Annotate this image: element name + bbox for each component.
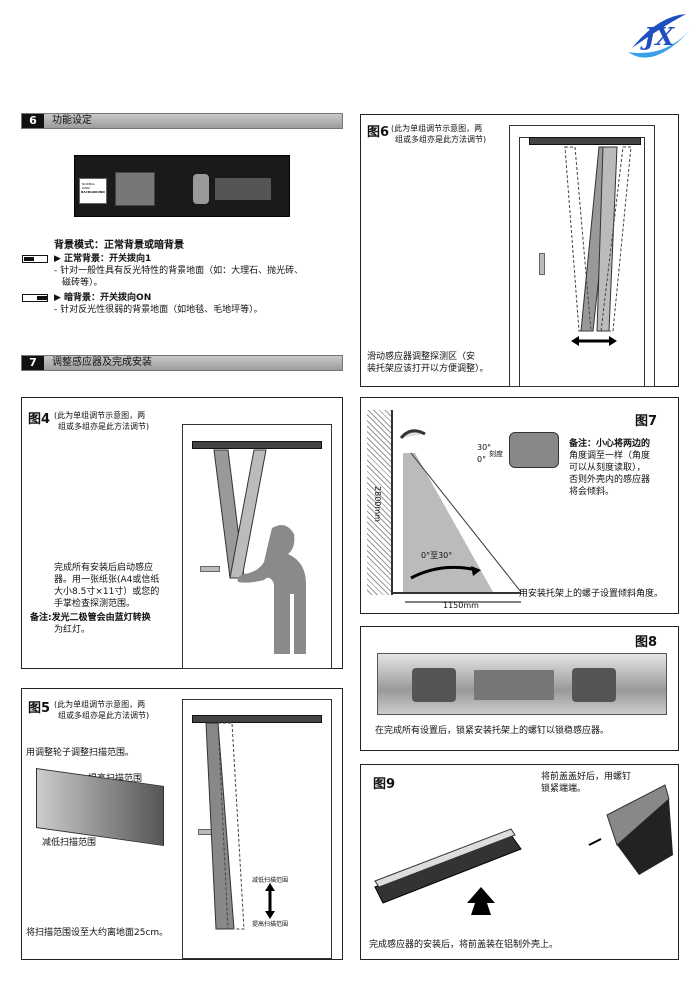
figure-9-panel: 图9 将前盖盖好后，用螺钉 锁紧端端。 完成感应器的安装后，将前盖装在铝制外壳上…	[360, 764, 679, 960]
figure-7-remark-3: 可以从刻度读取），	[569, 463, 646, 473]
sensor-bar	[192, 441, 322, 449]
figure-8-panel: 图8 在完成所有设置后，锁紧安装托架上的螺钉以锁稳感应器。	[360, 626, 679, 751]
switch-normal-icon	[22, 255, 48, 263]
figure-6-note-1: (此为单组调节示意图，两	[391, 124, 483, 133]
figure-6-label: 图6	[367, 125, 390, 140]
sensor-unit	[115, 172, 155, 206]
normal-bg-desc-2: 磁砖等）。	[62, 278, 103, 288]
door-frame	[182, 424, 332, 669]
door-frame	[182, 699, 332, 959]
deg0-label: 0°	[477, 455, 487, 464]
figure-4-desc-3: 大小8.5寸×11寸）或您的	[54, 587, 160, 597]
figure-7-remark-5: 将会倾斜。	[569, 487, 615, 497]
figure-4-remark-1: 备注:发光二极管会由蓝灯转换	[30, 613, 151, 623]
tilt-beam-icon	[399, 429, 522, 603]
normal-bg-desc-1: - 针对一般性具有反光特性的背景地面（如：大理石、抛光砖、	[54, 266, 304, 276]
switch-label-panel: NORMAL DARK BACKGROUND	[79, 178, 107, 204]
figure-4-desc-2: 器。用一张纸张(A4或信纸	[54, 575, 160, 585]
figure-7-label: 图7	[635, 414, 658, 429]
lower-range-label: 减低扫描范围	[42, 838, 97, 848]
arrow-bottom-label: 提高扫描范围	[252, 921, 289, 928]
width-label: 1150mm	[443, 601, 479, 610]
figure-5-note-1: (此为单组调节示意图，两	[54, 700, 146, 709]
figure-6-note-2: 组或多组亦是此方法调节)	[395, 135, 487, 144]
figure-6-desc-1: 滑动感应器调整探测区（安	[367, 352, 476, 362]
scan-range-beam-icon	[205, 722, 275, 930]
figure-9-bottom: 完成感应器的安装后，将前盖装在铝制外壳上。	[369, 940, 559, 950]
scale-label: 刻度	[489, 450, 503, 458]
section-header-7: 7 调整感应器及完成安装	[21, 355, 343, 371]
door-handle	[200, 566, 220, 572]
figure-4-desc-4: 手掌检查探测范围。	[54, 599, 136, 609]
wall	[367, 410, 393, 595]
switch-photo: NORMAL DARK BACKGROUND	[74, 155, 290, 217]
sensor-housing-photo	[377, 653, 667, 715]
section-number: 6	[22, 114, 44, 128]
detection-beam-icon	[213, 449, 306, 654]
door-handle	[539, 253, 545, 275]
dark-bg-title: ▶ 暗背景：开关拨向ON	[54, 293, 152, 303]
housing	[215, 178, 271, 200]
figure-7-panel: 图7 2800mm 0°至30° 1150mm 30° 0° 刻度 备注：小心将…	[360, 397, 679, 614]
figure-6-desc-2: 装托架应该打开以方便调整）。	[367, 364, 489, 374]
figure-4-panel: 图4 (此为单组调节示意图，两 组或多组亦是此方法调节) 完成所有安装后启动感应…	[21, 397, 343, 669]
section-title: 功能设定	[52, 115, 92, 126]
figure-9-note-2: 锁紧端端。	[541, 784, 587, 794]
switch-label-background: BACKGROUND	[81, 190, 105, 194]
figure-5-label: 图5	[28, 701, 51, 716]
figure-4-note-2: 组或多组亦是此方法调节)	[58, 422, 150, 431]
figure-7-remark-1: 备注：小心将两边的	[569, 439, 651, 449]
logo-text: JX	[644, 22, 674, 51]
deg30-label: 30°	[477, 443, 492, 452]
brand-logo: JX	[624, 8, 694, 66]
angle-label: 0°至30°	[421, 551, 453, 560]
figure-5-panel: 图5 (此为单组调节示意图，两 组或多组亦是此方法调节) 用调整轮子调整扫描范围…	[21, 688, 343, 960]
figure-5-note-2: 组或多组亦是此方法调节)	[58, 711, 150, 720]
figure-4-remark-2: 为红灯。	[54, 625, 91, 635]
bracket-photo	[509, 432, 559, 468]
section-header-6: 6 功能设定	[21, 113, 343, 129]
switch-label-dark: DARK	[82, 186, 91, 190]
figure-4-desc-1: 完成所有安装后启动感应	[54, 563, 154, 573]
figure-7-remark-2: 角度调至一样（角度	[569, 451, 651, 461]
left-bracket	[412, 668, 456, 702]
switch-dark-icon	[22, 294, 48, 302]
front-cover-install-icon	[374, 784, 673, 915]
figure-9-label: 图9	[373, 777, 396, 792]
figure-6-panel: 图6 (此为单组调节示意图，两 组或多组亦是此方法调节) 滑动感应器调整探测区（…	[360, 114, 679, 387]
normal-bg-title: ▶ 正常背景：开关拨向1	[54, 254, 152, 264]
sensor-bar	[529, 137, 641, 145]
figure-9-note-1: 将前盖盖好后，用螺钉	[541, 772, 632, 782]
section-number: 7	[22, 356, 44, 370]
figure-5-desc: 用调整轮子调整扫描范围。	[26, 748, 135, 758]
circuit-board	[474, 670, 554, 700]
bg-mode-heading: 背景模式：正常背景或暗背景	[54, 240, 184, 251]
floor-line	[391, 592, 521, 594]
logo-swoosh-icon	[628, 14, 690, 58]
height-label: 2800mm	[372, 486, 382, 522]
figure-7-bottom: 用安装托架上的螺子设置倾斜角度。	[519, 589, 664, 599]
figure-5-bottom: 将扫描范围设至大约离地面25cm。	[26, 928, 169, 938]
dark-bg-desc: - 针对反光性很弱的背景地面（如地毯、毛地坪等）。	[54, 305, 263, 315]
figure-8-label: 图8	[635, 635, 658, 650]
arrow-top-label: 减低扫描范围	[252, 877, 289, 884]
figure-4-note-1: (此为单组调节示意图，两	[54, 411, 146, 420]
right-bracket	[572, 668, 616, 702]
figure-8-desc: 在完成所有设置后，锁紧安装托架上的螺钉以锁稳感应器。	[375, 726, 610, 736]
adjust-wheel	[193, 174, 209, 204]
switch-label-normal: NORMAL	[82, 182, 96, 186]
figure-4-label: 图4	[28, 412, 51, 427]
section-title: 调整感应器及完成安装	[52, 357, 152, 368]
detection-beams-icon	[564, 146, 632, 346]
sensor-bar	[192, 715, 322, 723]
figure-7-remark-4: 否则外壳内的感应器	[569, 475, 651, 485]
